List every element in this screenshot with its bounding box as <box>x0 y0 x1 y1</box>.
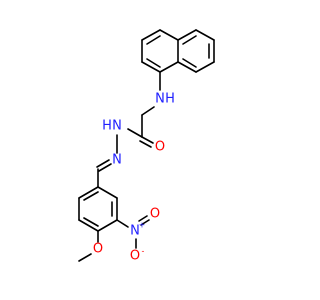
bond <box>159 29 179 41</box>
nitro-nitrogen-label: N <box>130 224 140 239</box>
bond <box>97 219 118 232</box>
hydrazide-nitrogen-label: N <box>112 119 122 134</box>
bond <box>195 61 215 73</box>
nitro-nitrogen-charge: + <box>139 221 146 230</box>
bond <box>141 61 161 73</box>
bond <box>83 217 99 227</box>
bond <box>146 35 161 45</box>
ether-oxygen-label: O <box>93 242 103 257</box>
amine-nitrogen-label: N <box>155 92 165 107</box>
bond-layer <box>78 29 215 262</box>
nitro-oxygen-top-label: O <box>150 207 160 222</box>
bond <box>96 159 110 168</box>
chemical-structure: N H H N N O N + O O - O <box>78 29 215 264</box>
bond <box>78 186 99 199</box>
hydrazide-hydrogen-label: H <box>102 119 112 134</box>
carbonyl-oxygen-label: O <box>155 140 165 155</box>
bond <box>98 163 112 172</box>
bond <box>78 219 99 232</box>
bond <box>127 128 143 138</box>
bond <box>140 219 150 226</box>
bond <box>182 35 197 45</box>
hydrazone-nitrogen-label: N <box>112 153 122 168</box>
bond <box>141 29 161 41</box>
bond <box>138 215 148 222</box>
bond <box>139 140 152 148</box>
bond <box>116 219 129 228</box>
bond <box>83 191 99 201</box>
bond <box>177 29 197 41</box>
bond <box>97 186 118 199</box>
bond <box>78 253 92 262</box>
bond <box>141 106 155 116</box>
bond <box>141 136 154 144</box>
structure-canvas: N H H N N O N + O O - O <box>78 29 215 264</box>
bond <box>159 61 179 73</box>
nitro-oxygen-bottom-label: O <box>130 249 140 264</box>
bond <box>177 61 197 73</box>
amine-hydrogen-label: H <box>165 92 175 107</box>
bond <box>146 58 161 68</box>
bond <box>195 29 215 41</box>
atom-label-layer: N H H N N O N + O O - O <box>93 92 175 264</box>
bond <box>182 58 197 68</box>
nitro-oxygen-charge: - <box>142 247 145 256</box>
